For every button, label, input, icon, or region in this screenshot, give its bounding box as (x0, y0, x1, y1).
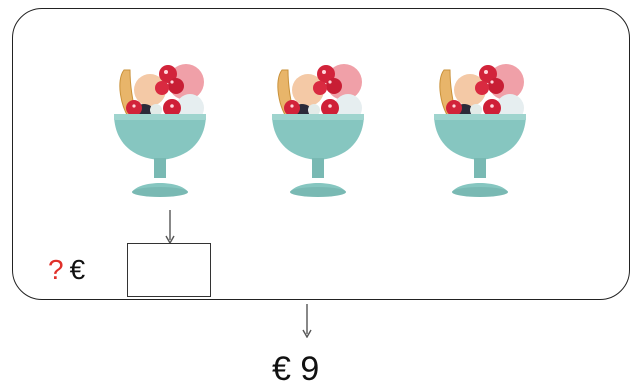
answer-input-box[interactable] (127, 243, 211, 297)
euro-sign: € (69, 254, 86, 285)
question-mark: ? (48, 254, 64, 285)
total-price-label: € 9 (272, 350, 320, 388)
ice-cream-sundae-icon (433, 63, 527, 198)
problem-frame (12, 8, 630, 300)
unknown-price-label: ?€ (48, 254, 85, 286)
ice-cream-sundae-2 (264, 60, 372, 206)
arrow-down-icon (301, 304, 313, 338)
ice-cream-sundae-icon (113, 63, 207, 198)
ice-cream-sundae-3 (426, 60, 534, 206)
arrow-down-icon (164, 210, 176, 244)
ice-cream-sundae-1 (106, 60, 214, 206)
ice-cream-sundae-icon (271, 63, 365, 198)
